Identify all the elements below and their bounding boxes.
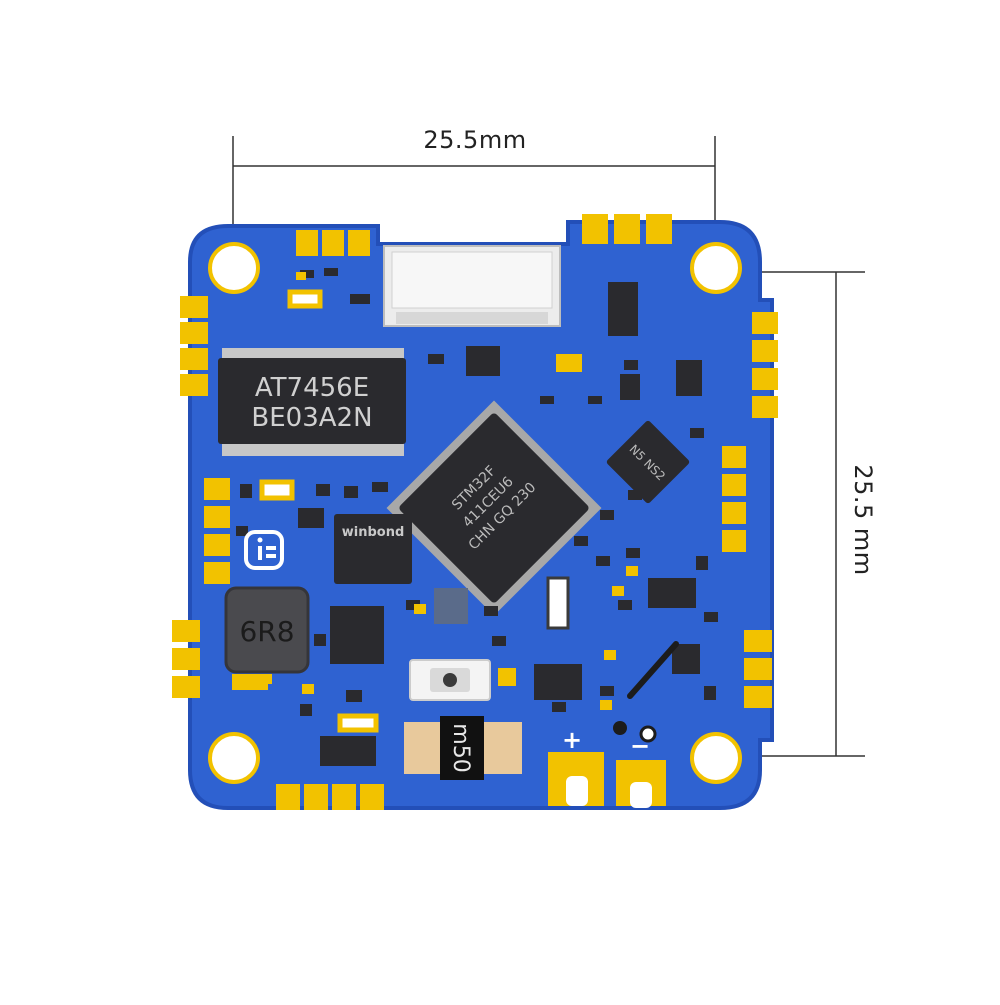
- mcu-chip: [386, 400, 602, 616]
- power-pad-holes: [566, 776, 652, 808]
- current-shunt: [404, 716, 522, 780]
- passive-components: [232, 289, 582, 733]
- inductor: [224, 586, 310, 674]
- inductor-label: 6R8: [239, 615, 294, 648]
- edge-pads: [172, 214, 778, 810]
- osd-chip-line1: AT7456E: [255, 373, 369, 403]
- osd-chip: [218, 348, 406, 456]
- gold-smd-parts: [260, 272, 638, 710]
- osd-chip-line2: BE03A2N: [251, 403, 372, 433]
- jst-connector: [383, 245, 561, 327]
- ic-components: [298, 282, 702, 766]
- antenna-wire: [627, 641, 679, 699]
- flash-chip: [334, 514, 412, 584]
- smd-parts: [236, 268, 718, 716]
- shunt-markings: m50: [448, 723, 473, 772]
- negative-marker: −: [630, 732, 650, 760]
- mounting-holes: [208, 242, 742, 784]
- positive-marker: +: [562, 726, 582, 754]
- shunt-label: m50: [448, 723, 473, 772]
- flash-brand: winbond: [342, 525, 405, 540]
- height-dimension-label: 25.5 mm: [849, 464, 877, 576]
- boot-button: [409, 659, 491, 701]
- width-dimension-label: 25.5mm: [423, 126, 527, 154]
- wire-solder-point-2: [639, 725, 657, 743]
- wire-solder-point: [613, 721, 627, 735]
- gyro-chip: [606, 420, 690, 504]
- brand-logo-icon: [244, 530, 284, 570]
